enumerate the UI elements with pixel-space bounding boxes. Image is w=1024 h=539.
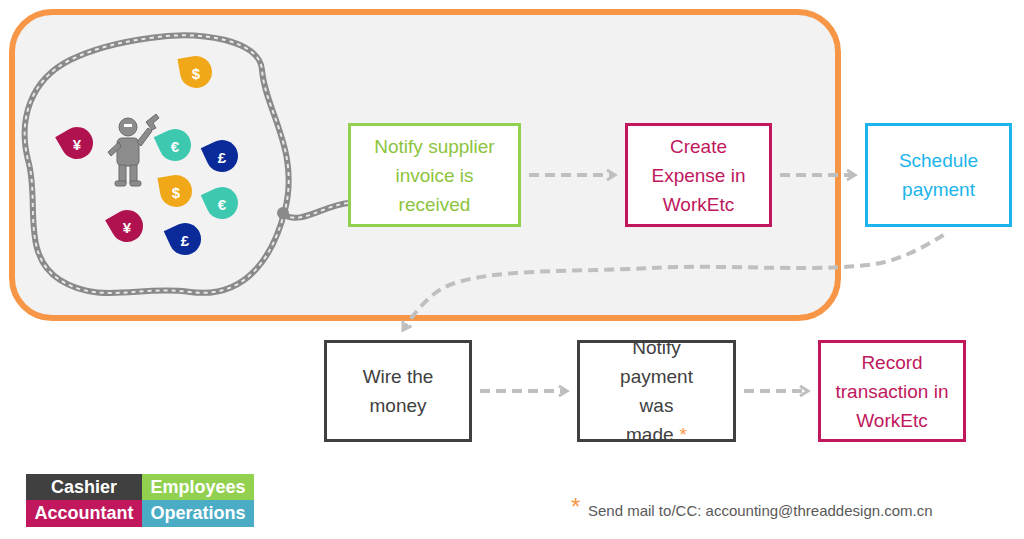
rope-loop xyxy=(25,35,348,293)
figure-foot xyxy=(115,181,126,186)
flow-arrow xyxy=(403,235,944,330)
currency-symbol: £ xyxy=(218,150,226,165)
figure-body xyxy=(117,138,139,166)
legend-label: Cashier xyxy=(51,477,117,498)
euro-tag xyxy=(201,182,244,225)
box-text: Notify supplier invoice is received xyxy=(363,132,506,219)
process-box: Create Expense in WorkEtc xyxy=(625,123,772,227)
figure-eye xyxy=(124,124,132,127)
process-box: Notify payment was made* xyxy=(577,340,736,442)
flow-arrow xyxy=(480,389,567,393)
footnote-marker: * xyxy=(680,424,687,445)
yen-tag xyxy=(105,204,149,248)
box-label: Record transaction in WorkEtc xyxy=(835,352,948,431)
currency-symbol: € xyxy=(171,139,179,154)
box-label: Create Expense in WorkEtc xyxy=(651,136,745,215)
process-box: Schedule payment xyxy=(865,123,1012,227)
legend-swatch: Operations xyxy=(142,500,254,527)
box-label: Wire the money xyxy=(363,366,434,416)
figure-foot xyxy=(130,181,141,186)
legend-label: Accountant xyxy=(35,503,134,524)
rope-knot xyxy=(277,207,289,219)
legend-swatch: Employees xyxy=(142,474,254,500)
legend-swatch: Accountant xyxy=(26,500,142,527)
legend-label: Employees xyxy=(150,477,245,498)
legend-label: Operations xyxy=(150,503,245,524)
group-frame xyxy=(12,12,838,318)
flow-arrow xyxy=(744,389,808,393)
process-box: Wire the money xyxy=(324,340,472,442)
box-text: Notify payment was made* xyxy=(608,333,705,449)
euro-tag xyxy=(154,124,197,167)
figure-leg xyxy=(130,165,137,183)
figure-tool xyxy=(146,114,159,130)
footnote-text: Send mail to/CC: accounting@threaddesign… xyxy=(588,503,933,518)
figure-arm xyxy=(137,128,152,146)
legend-swatch: Cashier xyxy=(26,474,142,500)
currency-symbol: $ xyxy=(192,66,200,81)
box-label: Schedule payment xyxy=(899,150,978,200)
dollar-tag xyxy=(177,53,214,90)
process-box: Record transaction in WorkEtc xyxy=(818,340,966,442)
currency-tags xyxy=(55,53,243,260)
currency-symbol: ¥ xyxy=(123,220,131,235)
currency-symbol: $ xyxy=(172,185,180,200)
currency-symbol: £ xyxy=(181,233,189,248)
figure-leg xyxy=(119,165,126,183)
box-text: Schedule payment xyxy=(878,146,999,204)
figure-head xyxy=(119,118,137,136)
yen-tag xyxy=(55,121,99,165)
box-text: Record transaction in WorkEtc xyxy=(835,348,949,435)
currency-symbol: ¥ xyxy=(73,137,81,152)
box-text: Wire the money xyxy=(343,362,453,420)
flow-arrow xyxy=(780,173,855,177)
footnote-marker: * xyxy=(571,495,580,519)
man-figure xyxy=(108,114,159,186)
rope-twist xyxy=(25,35,289,293)
rope xyxy=(25,35,289,293)
pound-tag xyxy=(164,218,207,261)
rope-tail-twist xyxy=(283,203,348,218)
currency-symbol: € xyxy=(218,197,226,212)
figure-arm xyxy=(108,142,121,156)
dollar-tag xyxy=(157,172,194,209)
flow-arrow xyxy=(529,173,615,177)
rope-tail xyxy=(283,203,348,218)
box-text: Create Expense in WorkEtc xyxy=(638,132,759,219)
pound-tag xyxy=(201,135,244,178)
process-box: Notify supplier invoice is received xyxy=(348,123,521,227)
box-label: Notify supplier invoice is received xyxy=(374,136,494,215)
